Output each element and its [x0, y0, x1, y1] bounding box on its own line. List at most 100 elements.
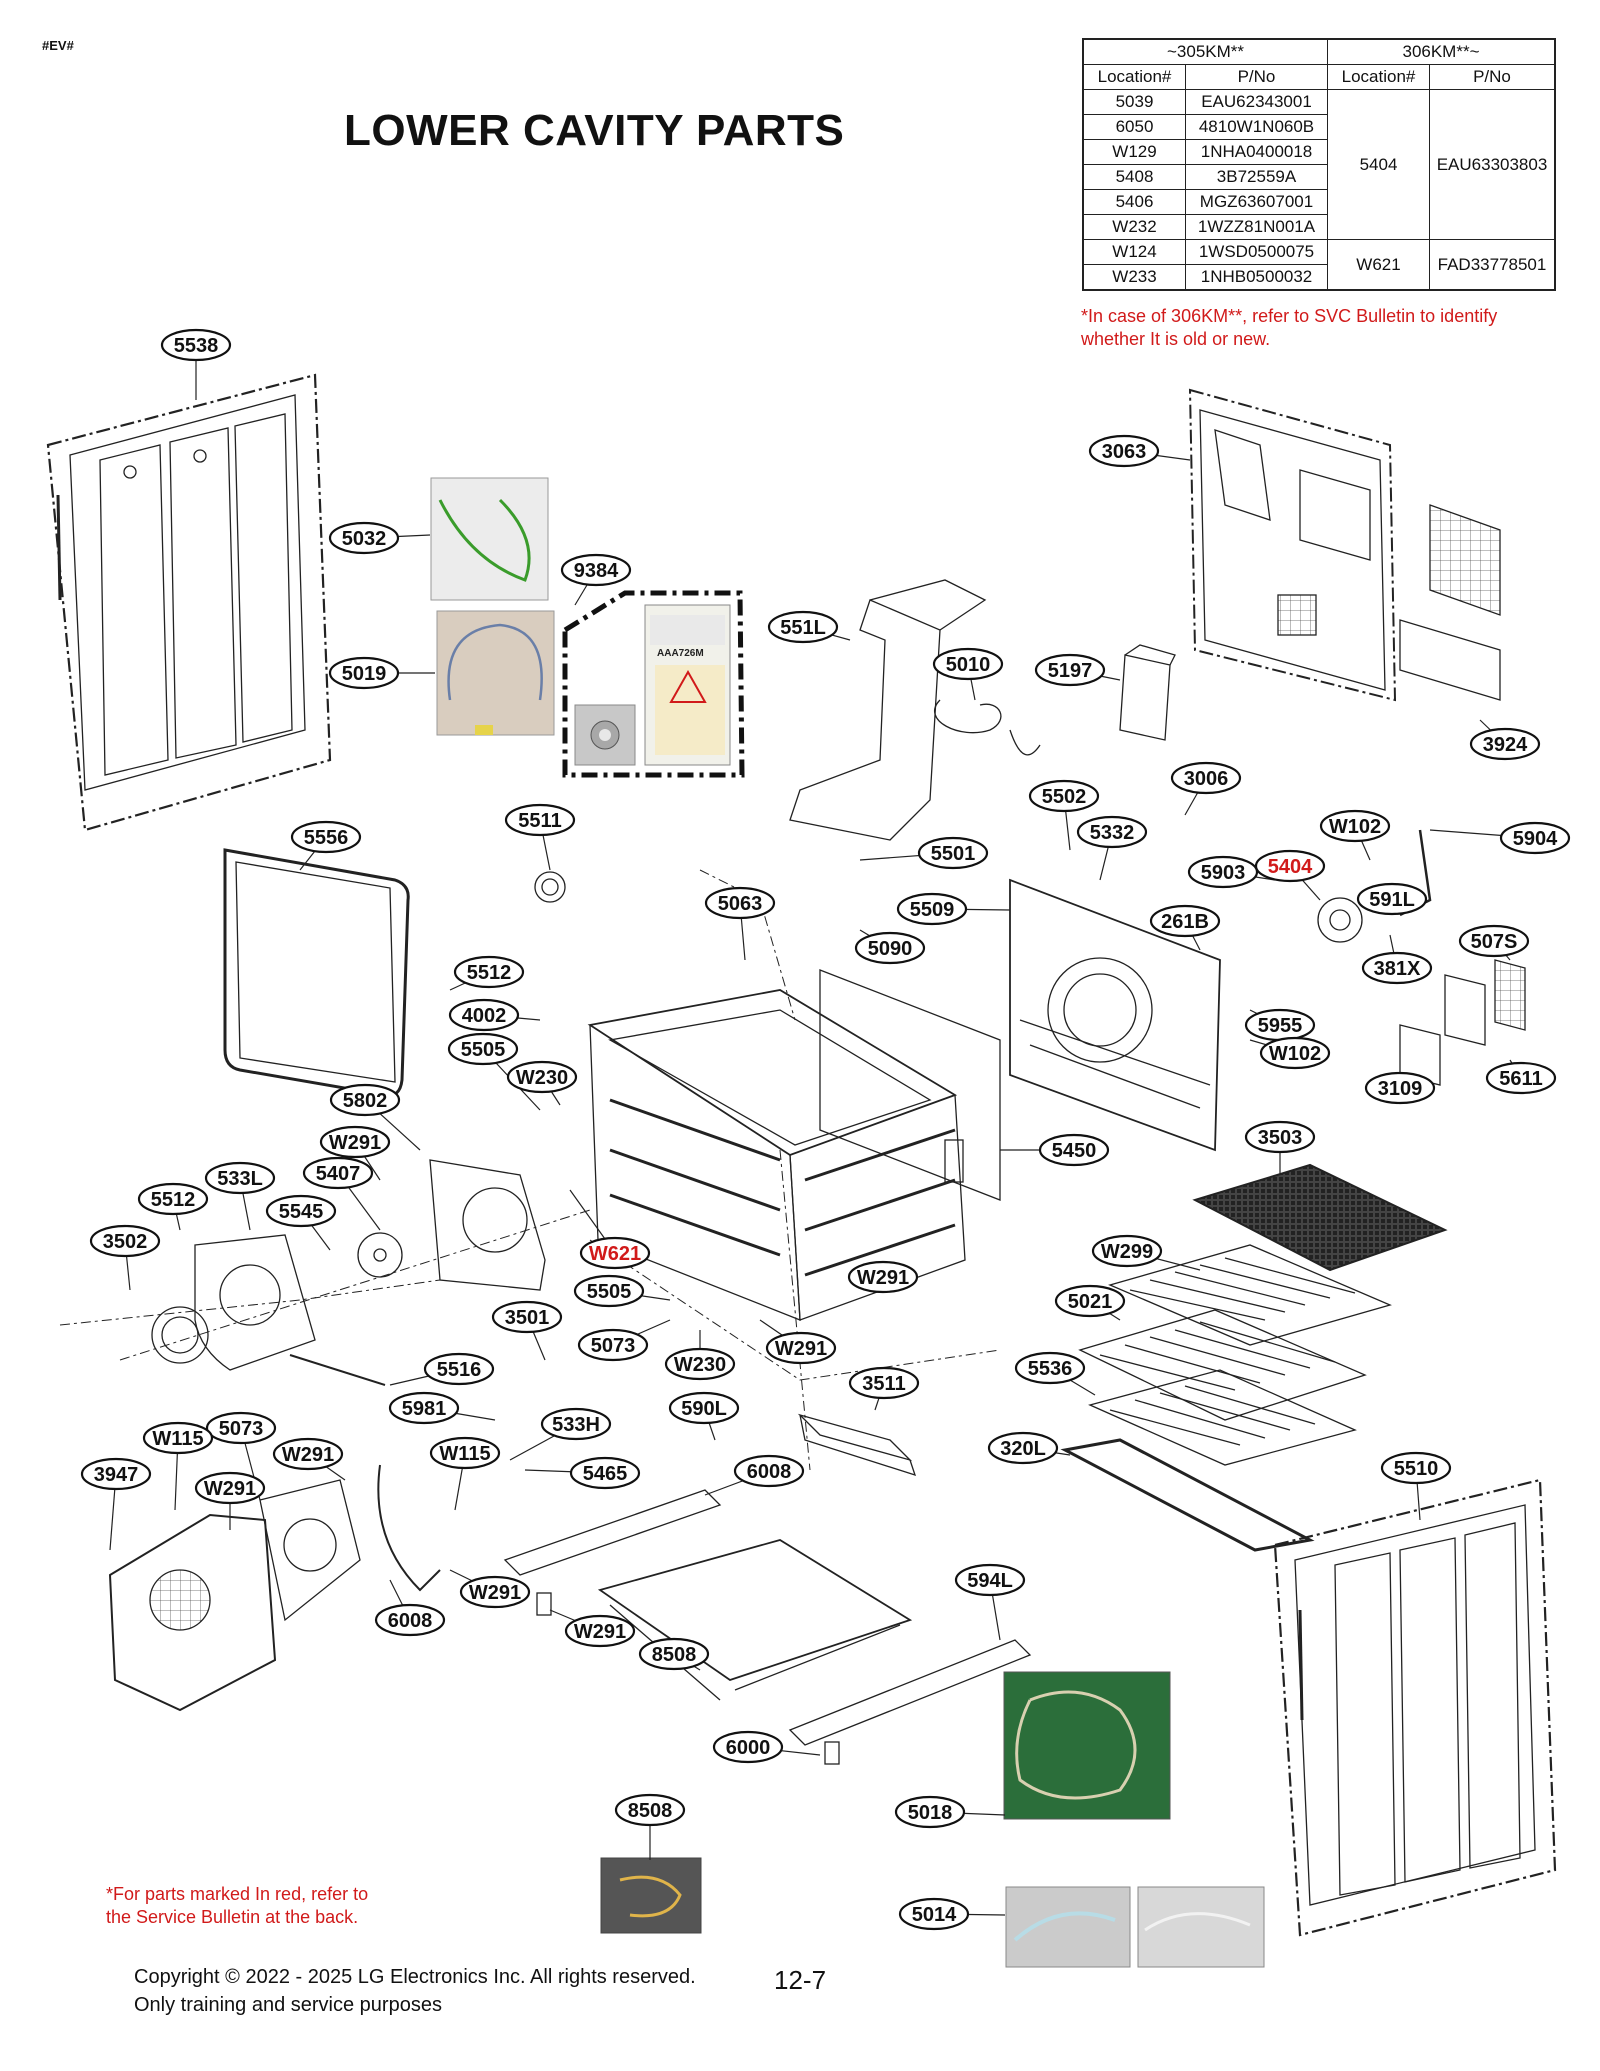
callout-label: 5955: [1258, 1015, 1303, 1037]
callout-5404: 5404: [1254, 849, 1326, 901]
callout-9384: 9384: [560, 553, 632, 606]
callout-bubble: [1380, 1451, 1452, 1485]
callout-label: 5511: [518, 810, 561, 832]
callout-5014: 5014: [898, 1897, 1006, 1931]
callout-label: 6008: [388, 1610, 433, 1632]
callout-bubble: [423, 1352, 495, 1386]
callout-bubble: [1259, 1036, 1331, 1070]
table-cell: W232: [1082, 214, 1186, 240]
callout-5511: 5511: [504, 803, 576, 871]
callout-label: 5545: [279, 1201, 324, 1223]
callout-bubble: [1319, 809, 1391, 843]
callout-label: 5014: [912, 1904, 957, 1926]
part-photos: AAA726M: [430, 477, 1265, 1968]
kit-label: AAA726M: [657, 648, 704, 659]
callout-label: W291: [775, 1338, 827, 1360]
callout-bubble: [204, 1161, 276, 1195]
callout-label: 5332: [1090, 822, 1135, 844]
callout-3947: 3947: [80, 1457, 152, 1551]
footer-line: Copyright © 2022 - 2025 LG Electronics I…: [134, 1966, 696, 1988]
right-side-panel: [1273, 1478, 1557, 1937]
note-line: *In case of 306KM**, refer to SVC Bullet…: [1081, 306, 1498, 326]
callout-3924: 3924: [1469, 719, 1541, 761]
callout-bubble: [1014, 1351, 1086, 1385]
callout-4002: 4002: [448, 998, 541, 1032]
callout-bubble: [290, 820, 362, 854]
callout-591l: 591L: [1356, 882, 1428, 916]
callout-3503: 3503: [1244, 1120, 1316, 1175]
callout-label: 507S: [1471, 931, 1518, 953]
callout-label: 3109: [1378, 1078, 1423, 1100]
table-cell: W124: [1082, 239, 1186, 265]
callout-w115: W115: [429, 1436, 501, 1511]
callout-label: 5450: [1052, 1140, 1097, 1162]
callout-bubble: [894, 1795, 966, 1829]
callout-590l: 590L: [668, 1391, 740, 1441]
callout-bubble: [932, 647, 1004, 681]
callout-5032: 5032: [328, 521, 431, 555]
callout-bubble: [733, 1454, 805, 1488]
red-parts-note: *For parts marked In red, refer to the S…: [106, 1883, 368, 1929]
callout-bubble: [453, 955, 525, 989]
callout-bubble: [577, 1328, 649, 1362]
callout-label: 5505: [461, 1039, 506, 1061]
table-cell: 1NHA0400018: [1185, 139, 1328, 165]
callout-bubble: [540, 1407, 612, 1441]
callout-label: W115: [152, 1428, 203, 1450]
callout-label: 533H: [552, 1414, 600, 1436]
callout-5981: 5981: [388, 1391, 496, 1425]
callout-5512: 5512: [137, 1182, 209, 1231]
callout-5197: 5197: [1034, 653, 1121, 687]
callout-label: 5073: [591, 1335, 636, 1357]
callout-5332: 5332: [1076, 815, 1148, 881]
callout-label: W102: [1269, 1043, 1321, 1065]
oven-cavity: [587, 969, 1001, 1321]
callout-label: 5611: [1499, 1068, 1542, 1090]
callout-w230: W230: [506, 1060, 578, 1106]
callout-bubble: [1034, 653, 1106, 687]
callout-bubble: [1499, 821, 1571, 855]
callout-label: 5018: [908, 1802, 953, 1824]
callout-5502: 5502: [1028, 779, 1100, 851]
callout-bubble: [447, 1032, 519, 1066]
callout-bubble: [328, 521, 400, 555]
callout-label: 4002: [462, 1005, 507, 1027]
callout-bubble: [1485, 1061, 1557, 1095]
callout-w291: W291: [449, 1569, 531, 1609]
callout-5465: 5465: [524, 1456, 641, 1490]
callout-bubble: [898, 1897, 970, 1931]
callout-label: 5536: [1028, 1358, 1073, 1380]
callout-5802: 5802: [329, 1083, 421, 1151]
callout-507s: 507S: [1458, 924, 1530, 961]
callout-bubble: [1088, 434, 1160, 468]
callout-bubble: [265, 1194, 337, 1228]
callout-5516: 5516: [389, 1352, 495, 1386]
callout-label: 5090: [868, 938, 913, 960]
fan-cover: [108, 1513, 277, 1712]
callout-label: 5538: [174, 335, 219, 357]
callout-label: 6008: [747, 1461, 792, 1483]
callout-5611: 5611: [1485, 1059, 1557, 1095]
table-cell: 1NHB0500032: [1185, 264, 1328, 291]
photo-harness: [1003, 1671, 1171, 1820]
callout-5063: 5063: [704, 886, 776, 961]
callout-381x: 381X: [1361, 934, 1433, 985]
callout-bubble: [560, 553, 632, 587]
callout-533h: 533H: [509, 1407, 612, 1461]
callout-label: 5981: [402, 1398, 447, 1420]
callout-5073: 5073: [577, 1319, 671, 1362]
callout-bubble: [506, 1060, 578, 1094]
table-cell: FAD33778501: [1429, 239, 1556, 291]
callout-w291: W291: [549, 1609, 636, 1648]
callout-5018: 5018: [894, 1795, 1006, 1829]
callout-label: 5904: [1513, 828, 1558, 850]
callout-bubble: [1364, 1071, 1436, 1105]
table-column-header: Location#: [1082, 64, 1186, 90]
callout-bubble: [1244, 1120, 1316, 1154]
table-cell: W621: [1327, 239, 1430, 291]
table-column-header: Location#: [1327, 64, 1430, 90]
callout-bubble: [854, 931, 926, 965]
callout-label: 5512: [467, 962, 512, 984]
callout-label: 5073: [219, 1418, 264, 1440]
callout-label: 8508: [652, 1644, 697, 1666]
